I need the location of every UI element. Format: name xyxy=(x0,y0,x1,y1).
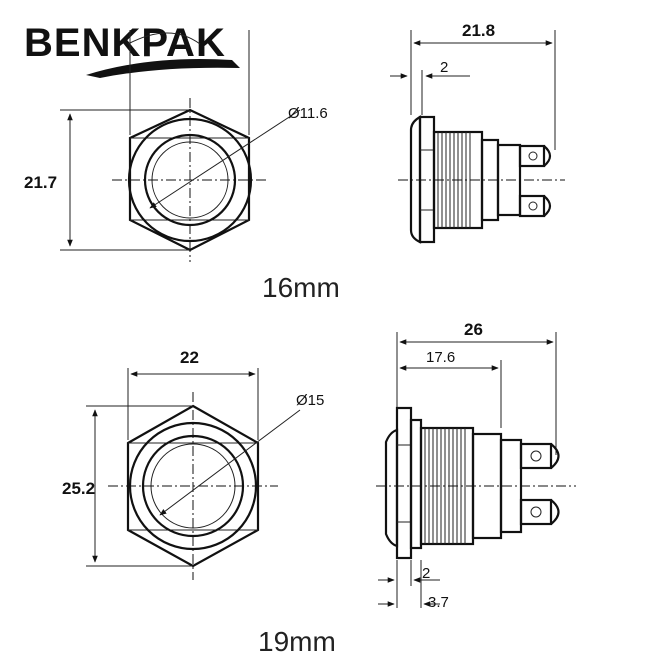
side-length-16mm: 21.8 xyxy=(462,21,495,40)
side-length-19mm: 26 xyxy=(464,320,483,339)
brand-swoosh xyxy=(86,59,240,78)
side-thread-19mm: 17.6 xyxy=(426,349,455,366)
caption-16mm: 16mm xyxy=(262,272,340,303)
terminal-top xyxy=(518,144,546,168)
caption-19mm: 19mm xyxy=(258,626,336,657)
bezel xyxy=(384,428,399,548)
front-height-19mm: 25.2 xyxy=(62,479,95,498)
side-head-19mm: 3.7 xyxy=(428,594,449,611)
front-diameter-19mm: Ø15 xyxy=(296,392,324,409)
brand-logo: BENKPAK xyxy=(24,21,240,78)
front-view-16mm: 21.7 Ø11.6 xyxy=(24,30,328,262)
hex-nut-side xyxy=(395,406,413,560)
front-width-19mm: 22 xyxy=(180,348,199,367)
front-diameter-16mm: Ø11.6 xyxy=(288,105,328,122)
front-height-16mm: 21.7 xyxy=(24,173,57,192)
terminal-top xyxy=(519,442,553,470)
side-view-19mm: 26 17.6 2 3.7 xyxy=(376,320,576,611)
terminal-bottom xyxy=(519,498,553,526)
side-view-16mm: 21.8 2 xyxy=(390,21,565,244)
side-flange-19mm: 2 xyxy=(422,565,430,582)
terminal-bottom xyxy=(518,194,546,218)
front-view-19mm: 22 25.2 Ø15 xyxy=(62,348,324,580)
brand-name: BENKPAK xyxy=(24,21,226,65)
side-flange-16mm: 2 xyxy=(440,59,448,76)
